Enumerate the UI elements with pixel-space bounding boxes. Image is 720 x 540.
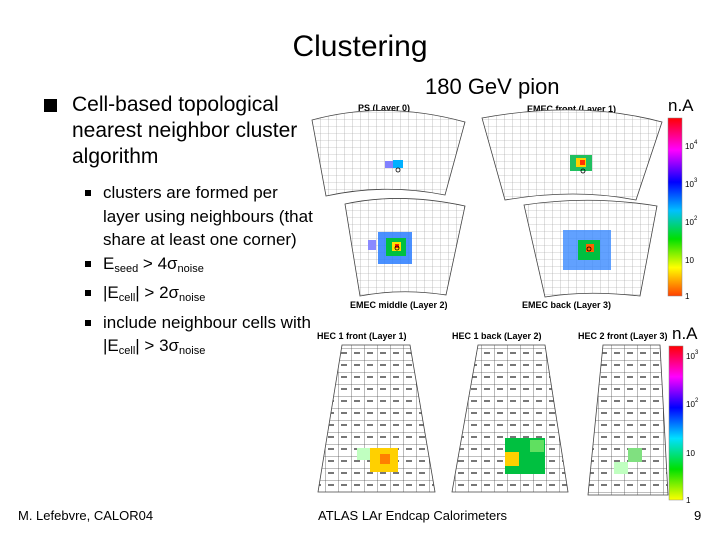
slide-title: Clustering [292, 30, 428, 63]
panel-label-hec2: HEC 2 front (Layer 3) [578, 331, 668, 341]
bullet-square-icon [85, 260, 91, 267]
page-number: 9 [694, 508, 702, 523]
panel-label-emec-front: EMEC front (Layer 1) [527, 104, 617, 114]
footer-author: M. Lefebvre, CALOR04 [18, 508, 154, 523]
hec2-front-panel [587, 344, 669, 496]
bullet-square-icon [85, 319, 91, 326]
panel-label-ps: PS (Layer 0) [358, 103, 411, 113]
hec2-cell [628, 448, 642, 462]
formula-part: | > 2σ [135, 283, 180, 302]
sub-bullet-seed: Eseed > 4σnoise [84, 252, 314, 282]
energy-label: 180 GeV pion [425, 74, 560, 99]
scale-tick: 10 [685, 180, 694, 189]
unit-label-bottom: n.A [672, 324, 698, 343]
bullet-square-icon [44, 99, 57, 112]
scale-tick: 10 [685, 142, 694, 151]
panel-label-hec1: HEC 1 front (Layer 1) [317, 331, 407, 341]
bullet-square-icon [85, 190, 91, 196]
sub-bullet-list: clusters are formed per layer using neig… [84, 181, 314, 364]
formula-subscript: cell [118, 345, 136, 357]
scale-tick: 1 [686, 496, 691, 505]
unit-label-top: n.A [668, 96, 694, 115]
hec1-back-panel [451, 344, 569, 493]
color-scale-top: 10 4 10 3 10 2 10 1 [667, 117, 698, 301]
sub-bullet-neighbour: include neighbour cells with |Ecell| > 3… [84, 311, 314, 364]
ps-hot-cell [393, 160, 403, 168]
formula-part: > 4σ [138, 253, 178, 273]
emec-middle-panel [344, 198, 466, 297]
formula-part: | > 3σ [135, 336, 180, 355]
ps-layer-panel [311, 110, 466, 197]
scale-tick-exp: 2 [695, 398, 699, 404]
sub-bullet-text: clusters are formed per layer using neig… [103, 183, 313, 249]
hec1-front-panel [317, 344, 436, 493]
scale-tick-exp: 3 [695, 350, 699, 356]
scale-tick: 1 [685, 292, 690, 301]
panel-label-emec-middle: EMEC middle (Layer 2) [350, 300, 448, 310]
scale-tick-exp: 3 [694, 178, 698, 184]
bullet-square-icon [85, 290, 91, 296]
formula-part: include neighbour cells with |E [103, 312, 311, 356]
panel-label-emec-back: EMEC back (Layer 3) [522, 300, 612, 310]
scale-tick: 10 [686, 400, 695, 409]
scale-tick-exp: 2 [694, 216, 698, 222]
scale-tick-exp: 4 [694, 140, 698, 146]
formula-part: |E [103, 283, 119, 302]
panel-label-hec1-back: HEC 1 back (Layer 2) [452, 331, 542, 341]
formula-subscript: noise [179, 292, 206, 304]
footer-title: ATLAS LAr Endcap Calorimeters [318, 508, 508, 523]
formula-subscript: noise [177, 262, 204, 275]
sub-bullet-clusters: clusters are formed per layer using neig… [84, 181, 314, 252]
sub-bullet-cell: |Ecell| > 2σnoise [84, 281, 314, 311]
formula-subscript: seed [114, 262, 139, 275]
scale-tick: 10 [686, 352, 695, 361]
color-scale-bottom: 10 3 10 2 10 1 [668, 345, 699, 505]
main-bullet-text: Cell-based topological nearest neighbor … [72, 93, 298, 168]
formula-subscript: noise [179, 345, 206, 357]
scale-tick: 10 [685, 218, 694, 227]
emec-back-panel [523, 199, 658, 298]
scale-tick: 10 [685, 256, 694, 265]
formula-part: E [103, 253, 115, 273]
formula-subscript: cell [118, 292, 136, 304]
emec-front-panel [481, 109, 663, 201]
ps-cell [385, 161, 393, 168]
scale-tick: 10 [686, 449, 695, 458]
